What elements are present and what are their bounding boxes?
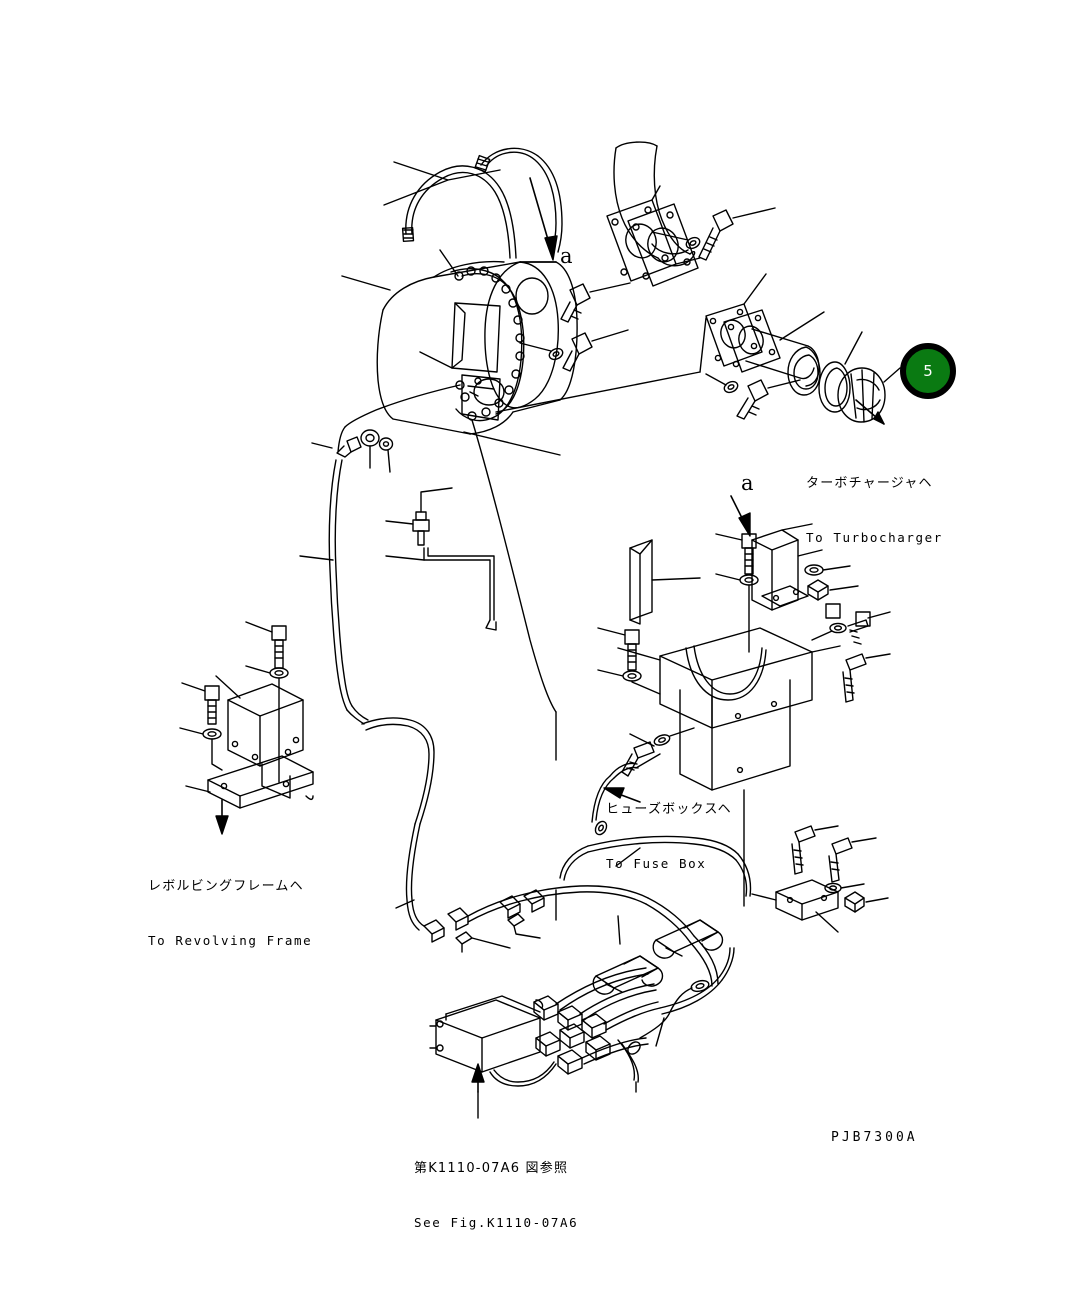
annotation-to-turbocharger: ターボチャージャヘ To Turbocharger: [806, 437, 943, 584]
annotation-to-revolving-frame: レボルビングフレームヘ To Revolving Frame: [148, 840, 312, 987]
annotation-see-figure-jp: 第K1110-07A6 図参照: [414, 1161, 569, 1176]
annotation-see-figure-en: See Fig.K1110-07A6: [414, 1215, 579, 1230]
callout-5[interactable]: 5: [900, 343, 956, 399]
annotation-to-turbocharger-en: To Turbocharger: [806, 530, 943, 545]
arrow-marker-a-lower: [730, 495, 751, 537]
relay-box-assembly: [179, 621, 314, 835]
arrow-marker-a-upper: [529, 177, 558, 261]
turbo-exhaust-tube: [705, 273, 901, 425]
leader-lines-bottom: [395, 711, 745, 909]
exhaust-elbow-pipe: [613, 141, 696, 267]
annotation-see-figure: 第K1110-07A6 図参照 See Fig.K1110-07A6: [414, 1122, 578, 1269]
flywheel-housing: [341, 249, 631, 435]
section-marker-a-upper: a: [560, 244, 573, 268]
upper-flange-plates: [606, 185, 701, 287]
fuse-box-bracket-assembly: [597, 523, 891, 933]
main-wire-harness: [361, 717, 752, 987]
arrow-to-fuse-box: [603, 787, 641, 803]
section-marker-a-lower: a: [741, 471, 754, 495]
left-wiring-harness: [299, 384, 557, 725]
annotation-to-fuse-box-en: To Fuse Box: [606, 856, 707, 871]
housing-base-plate: [463, 317, 707, 456]
annotation-to-fuse-box: ヒューズボックスヘ To Fuse Box: [606, 763, 732, 910]
annotation-to-revolving-frame-jp: レボルビングフレームヘ: [148, 879, 304, 894]
controller-unit-assembly: [429, 915, 735, 1119]
annotation-to-revolving-frame-en: To Revolving Frame: [148, 933, 313, 948]
drawing-number: PJB7300A: [831, 1130, 918, 1145]
annotation-to-fuse-box-jp: ヒューズボックスヘ: [606, 802, 732, 817]
upper-right-bolt: [651, 207, 776, 261]
flexible-hose-group: [383, 147, 563, 259]
annotation-to-turbocharger-jp: ターボチャージャヘ: [806, 476, 933, 491]
